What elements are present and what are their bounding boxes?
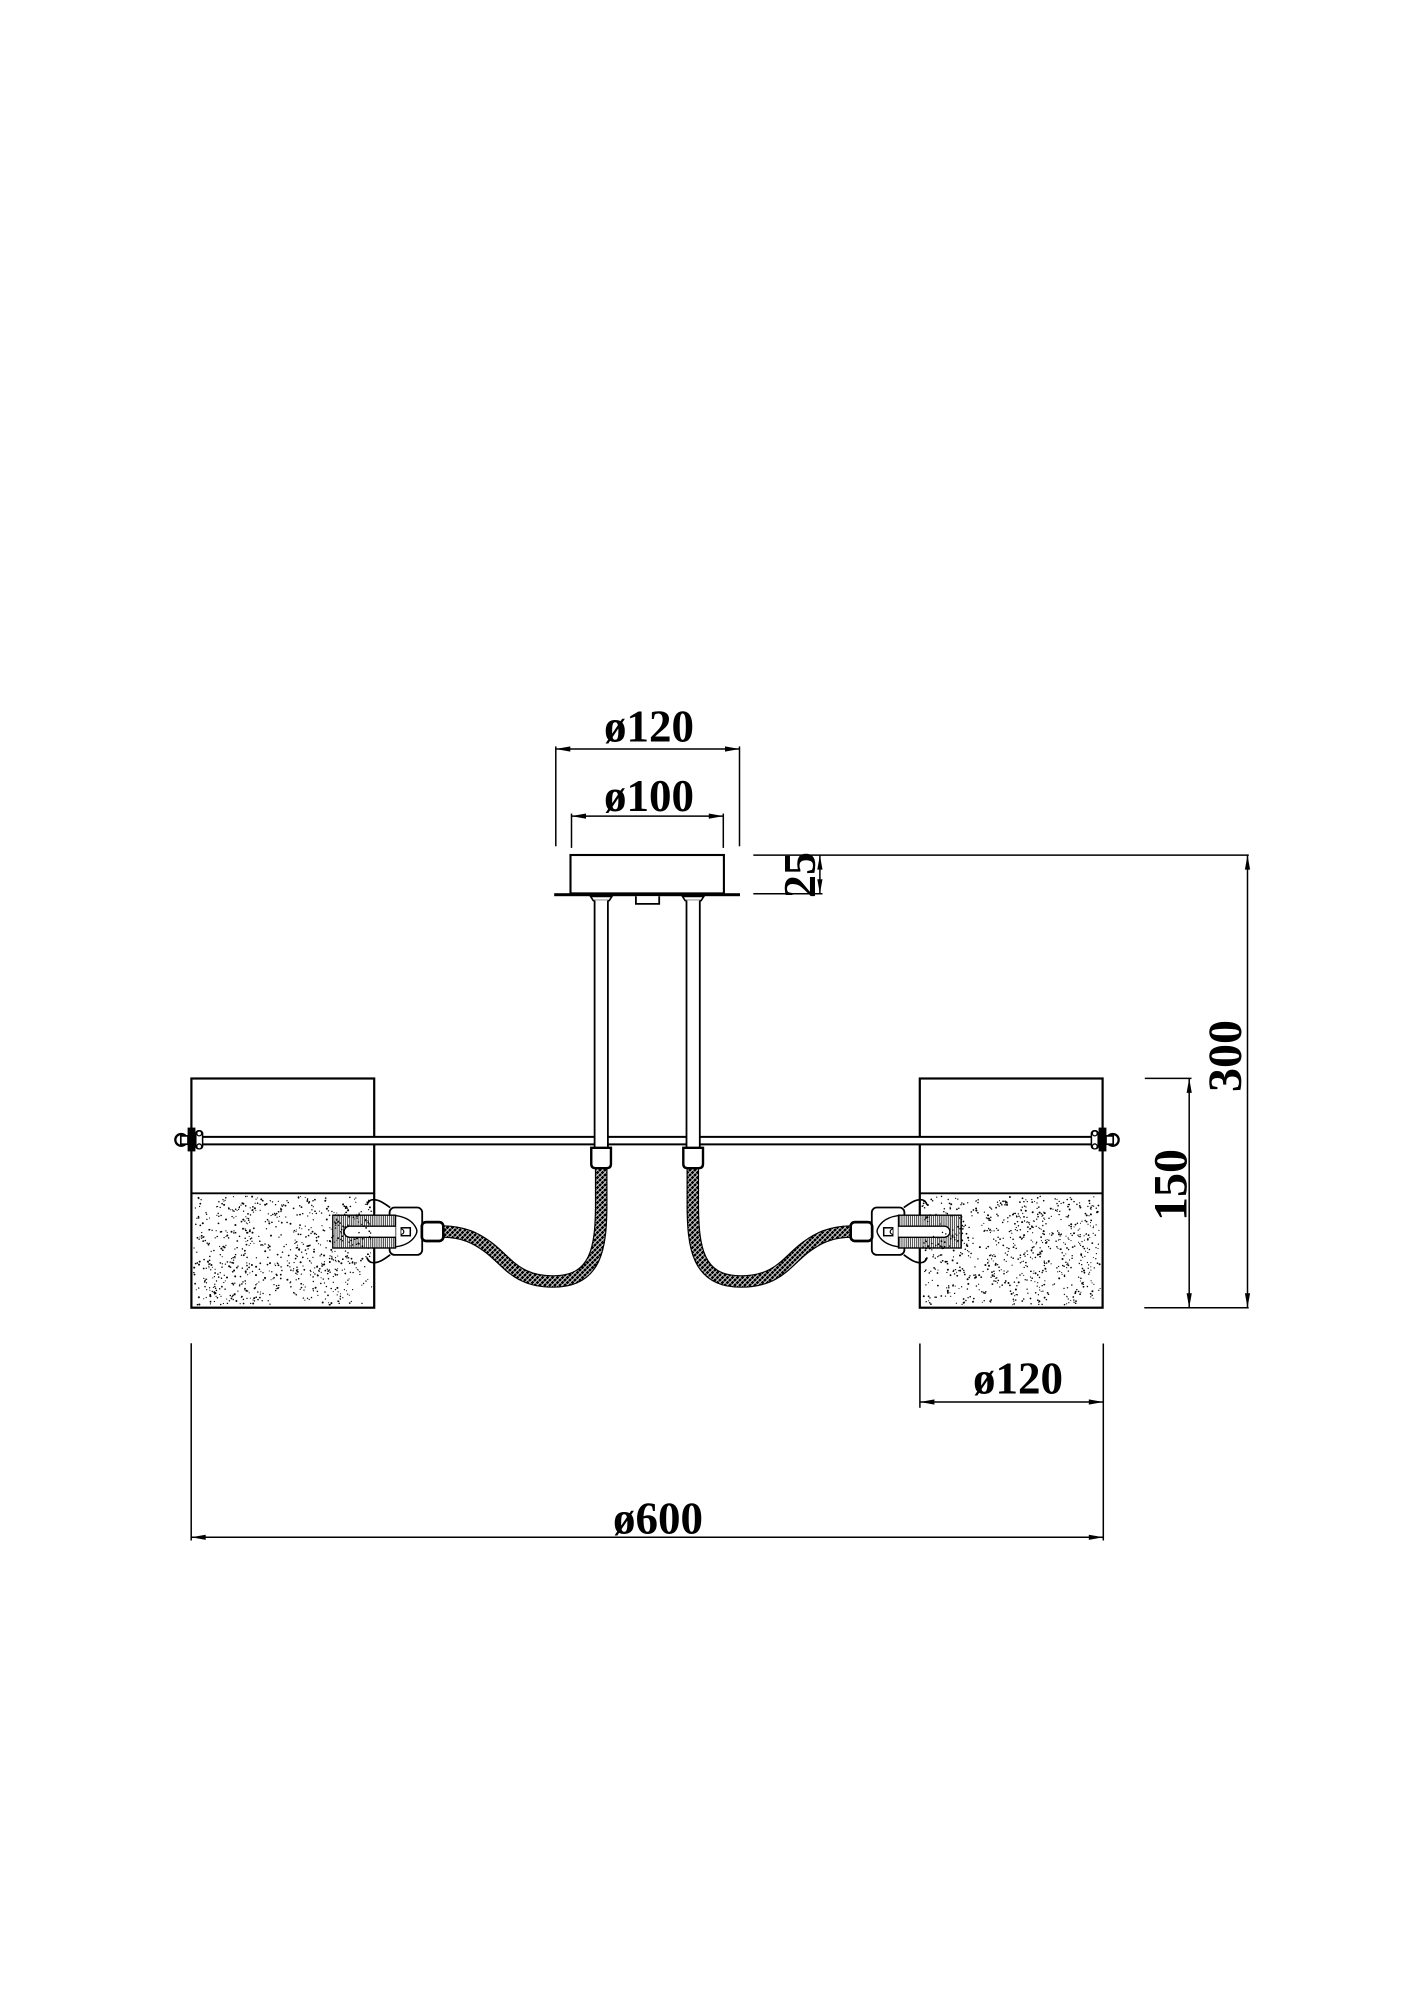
svg-text:25: 25 (774, 852, 825, 898)
svg-text:ø100: ø100 (604, 771, 694, 821)
svg-text:150: 150 (1145, 1149, 1198, 1221)
svg-text:300: 300 (1199, 1020, 1252, 1092)
svg-text:ø600: ø600 (613, 1494, 703, 1544)
svg-text:ø120: ø120 (973, 1354, 1063, 1404)
svg-text:ø120: ø120 (604, 702, 694, 752)
